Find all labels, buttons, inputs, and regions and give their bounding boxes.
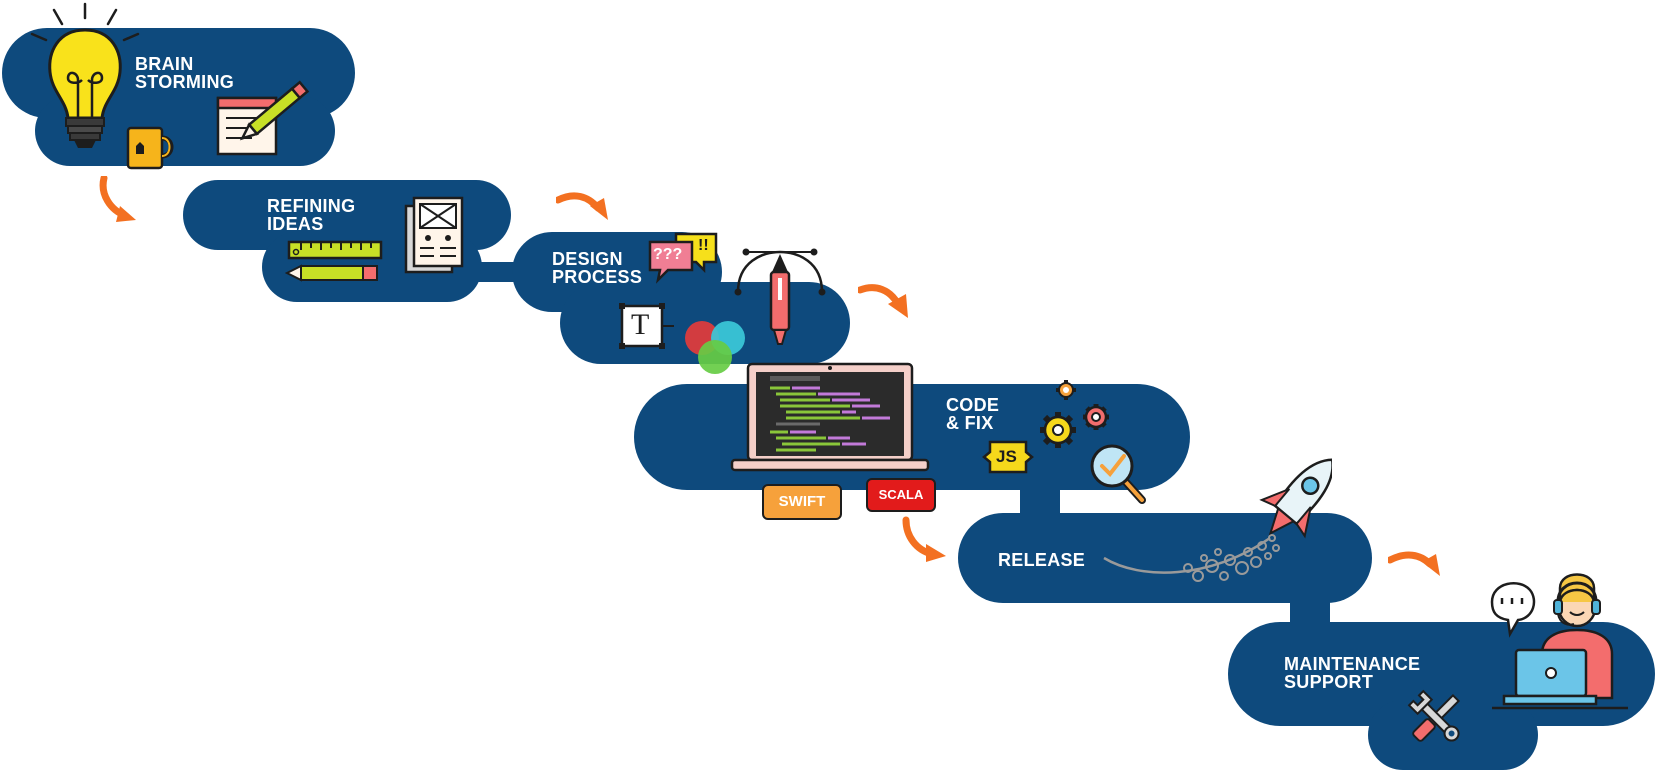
band-connector bbox=[1290, 600, 1330, 624]
notepad-pencil-icon bbox=[216, 80, 310, 156]
step-label-design-process: DESIGN PROCESS bbox=[552, 249, 643, 287]
band-connector bbox=[1020, 486, 1060, 516]
arrow-icon bbox=[858, 284, 908, 318]
swift-badge: SWIFT bbox=[762, 484, 842, 520]
arrow-icon bbox=[556, 192, 608, 220]
text-tool-icon: T bbox=[616, 302, 676, 352]
speech-bubbles-icon: ??? !! bbox=[648, 232, 720, 284]
step-label-code-fix: CODE & FIX bbox=[946, 395, 1000, 433]
gears-icon bbox=[1040, 380, 1109, 448]
wireframe-document-icon bbox=[404, 196, 464, 274]
step-label-release: RELEASE bbox=[998, 550, 1086, 570]
text-tool-letter: T bbox=[631, 308, 650, 341]
js-label: JS bbox=[996, 447, 1017, 466]
arrow-icon bbox=[902, 516, 946, 562]
arrow-icon bbox=[1388, 551, 1440, 576]
laptop-code-icon bbox=[730, 362, 930, 472]
js-badge: JS bbox=[982, 440, 1034, 474]
question-marks: ??? bbox=[653, 246, 683, 263]
wrench-screwdriver-icon bbox=[1407, 689, 1461, 742]
pen-tool-icon bbox=[734, 248, 826, 345]
lightbulb-icon bbox=[30, 2, 140, 148]
magnifier-check-icon bbox=[1090, 444, 1146, 504]
step-label-brainstorming: BRAIN STORMING bbox=[135, 54, 235, 92]
pencil-icon bbox=[285, 264, 378, 282]
ruler-icon bbox=[287, 240, 383, 260]
arrow-icon bbox=[99, 176, 136, 222]
rgb-circles-icon bbox=[685, 321, 745, 374]
support-agent-icon bbox=[1490, 573, 1628, 710]
step-label-refining-ideas: REFINING IDEAS bbox=[267, 196, 356, 234]
exclamation-marks: !! bbox=[698, 237, 709, 254]
scala-badge: SCALA bbox=[866, 478, 936, 512]
rocket-icon bbox=[1103, 458, 1332, 582]
coffee-mug-icon bbox=[126, 126, 174, 170]
step-label-maintenance-support: MAINTENANCE SUPPORT bbox=[1284, 654, 1421, 692]
